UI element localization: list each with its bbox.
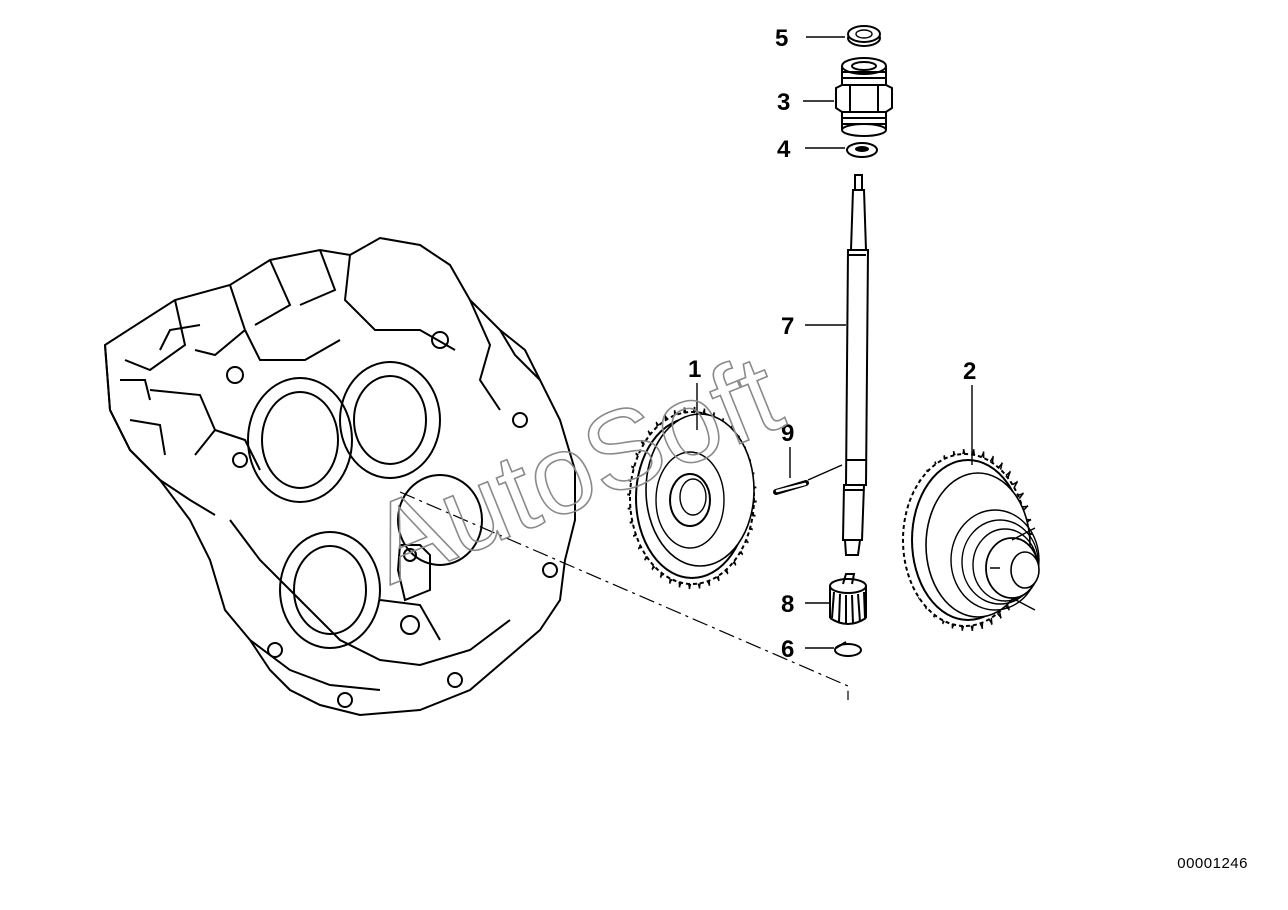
engine-housing [103, 236, 576, 717]
part-4-washer [846, 142, 878, 158]
part-3-threaded-fitting [835, 57, 893, 137]
callout-9: 9 [781, 420, 794, 447]
part-6-circlip [834, 641, 862, 657]
callout-3: 3 [777, 89, 790, 116]
part-9-pin [773, 480, 809, 495]
diagram-reference-number: 00001246 [1177, 855, 1248, 872]
part-8-pinion [829, 573, 867, 625]
part-5-seal-ring [847, 25, 881, 47]
callout-labels: 5 3 4 7 9 1 2 8 6 [688, 25, 976, 663]
callout-5: 5 [775, 25, 788, 52]
leader-lines [696, 36, 973, 649]
callout-7: 7 [781, 313, 794, 340]
callout-6: 6 [781, 636, 794, 663]
part-1-gear [627, 406, 757, 590]
callout-4: 4 [777, 136, 791, 163]
part-7-shaft [841, 174, 870, 556]
callout-2: 2 [963, 358, 976, 385]
callout-1: 1 [688, 356, 701, 383]
part-2-gear-hub [902, 448, 1040, 632]
assembly-center-line [399, 491, 849, 700]
gear-tooth [1014, 492, 1024, 503]
callout-8: 8 [781, 591, 794, 618]
